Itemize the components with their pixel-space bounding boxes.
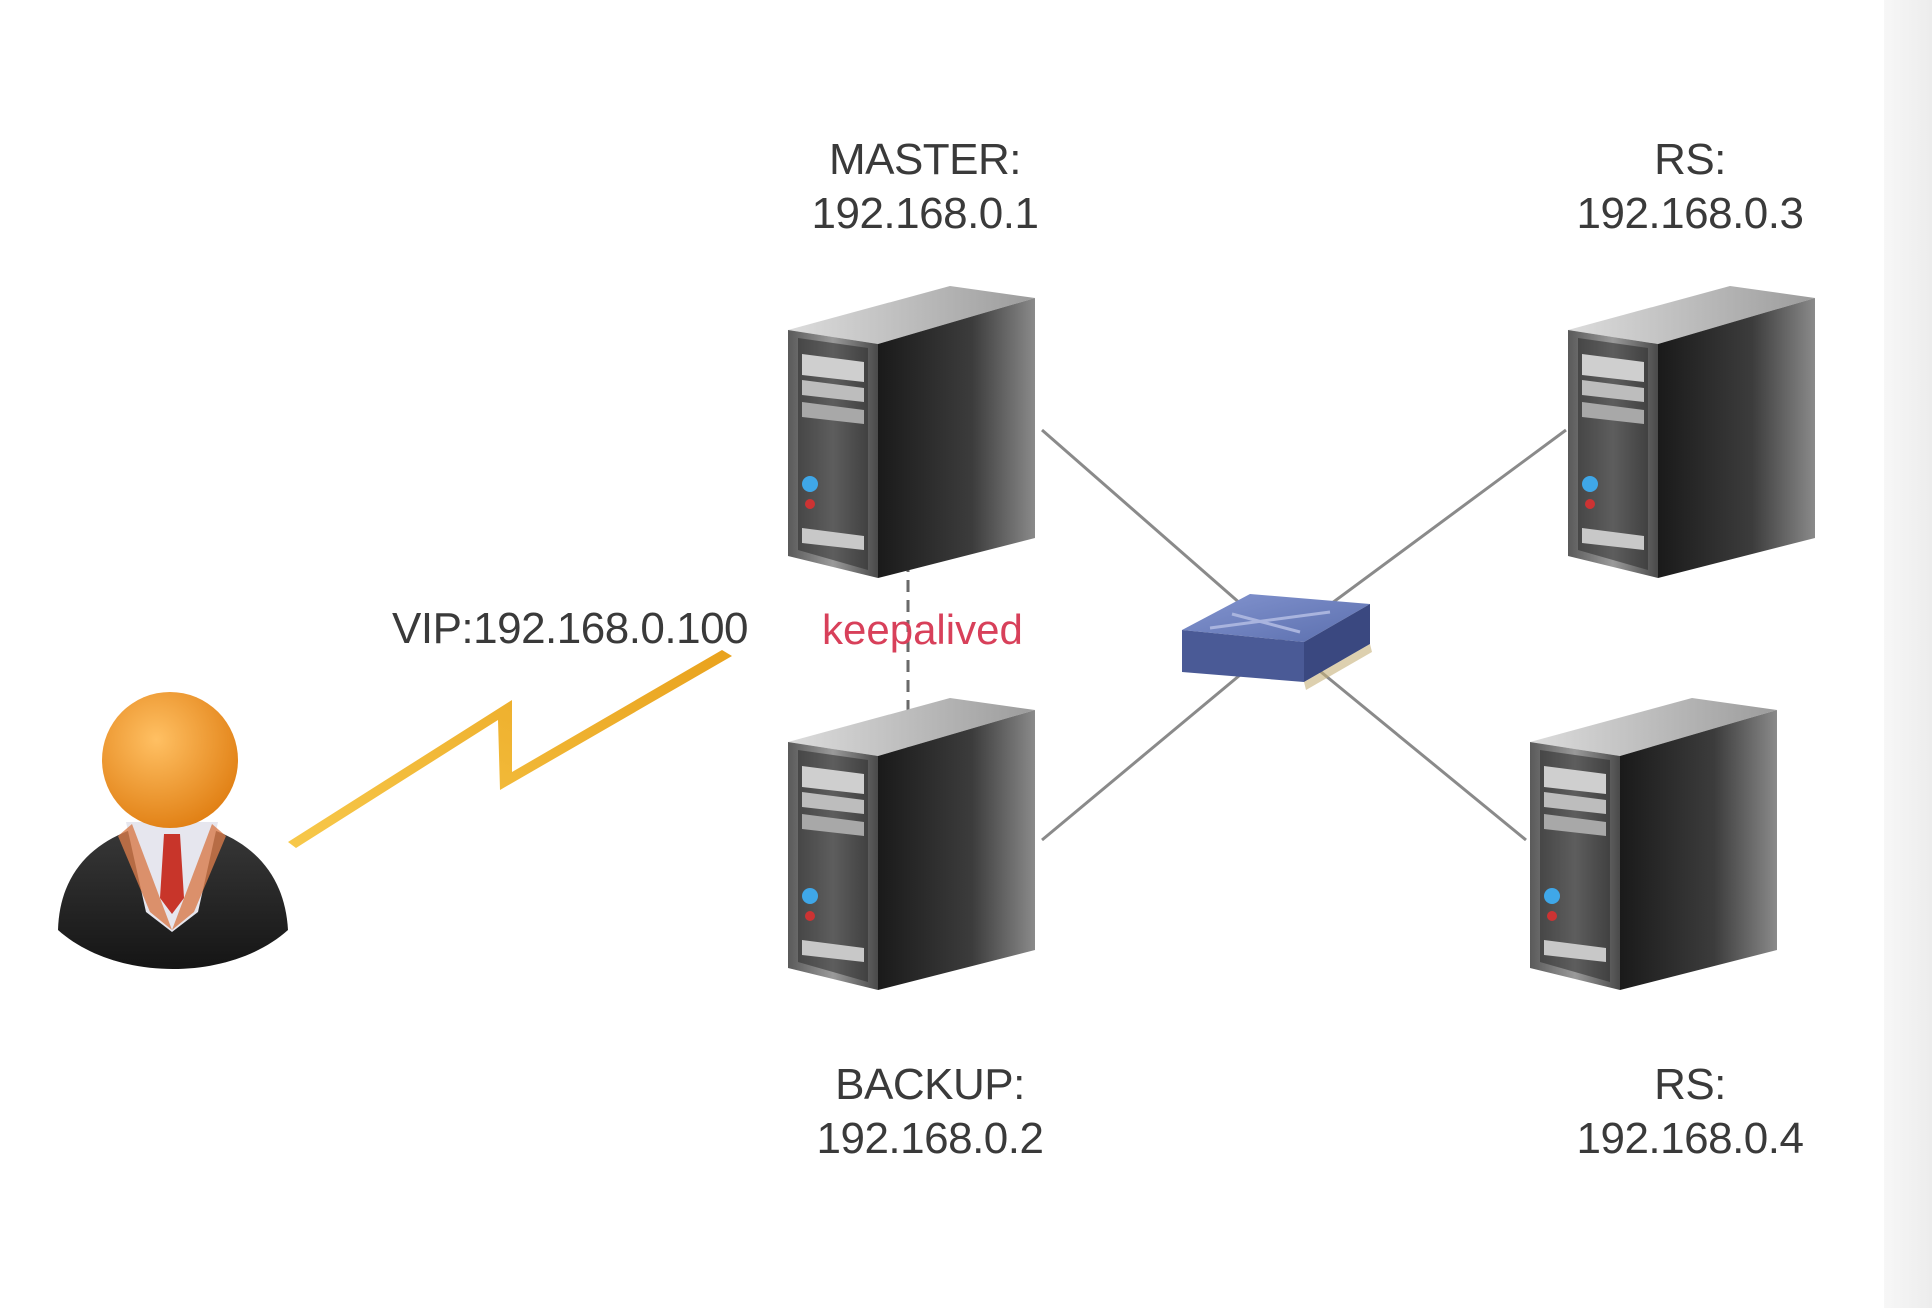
server-backup-icon <box>788 698 1035 990</box>
master-role: MASTER: <box>828 135 1022 184</box>
rs2-ip: 192.168.0.4 <box>1576 1114 1804 1163</box>
rs2-role: RS: <box>1654 1060 1726 1109</box>
rs1-ip: 192.168.0.3 <box>1576 189 1804 238</box>
rs2-label: RS: 192.168.0.4 <box>1535 1058 1845 1166</box>
backup-role: BACKUP: <box>835 1060 1025 1109</box>
server-rs1-icon <box>1568 286 1815 578</box>
right-edge-strip <box>1884 0 1932 1308</box>
user-icon <box>58 692 288 969</box>
rs1-role: RS: <box>1654 135 1726 184</box>
master-ip: 192.168.0.1 <box>811 189 1039 238</box>
keepalived-label: keepalived <box>822 606 1023 653</box>
rs1-label: RS: 192.168.0.3 <box>1535 133 1845 241</box>
backup-ip: 192.168.0.2 <box>816 1114 1044 1163</box>
vip-label: VIP:192.168.0.100 <box>392 604 749 653</box>
master-label: MASTER: 192.168.0.1 <box>770 133 1080 241</box>
lightning-bolt-icon <box>288 650 732 848</box>
network-switch-icon <box>1182 594 1372 690</box>
server-rs2-icon <box>1530 698 1777 990</box>
backup-label: BACKUP: 192.168.0.2 <box>775 1058 1085 1166</box>
server-master-icon <box>788 286 1035 578</box>
